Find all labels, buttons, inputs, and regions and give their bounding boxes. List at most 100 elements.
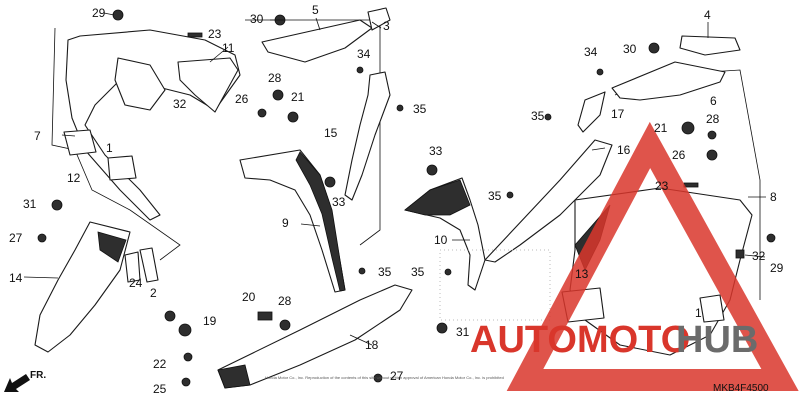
part-label-35: 35 [531,109,545,123]
part-6-top-bracket [611,61,726,101]
part-label-26: 26 [235,92,249,106]
part-label-6: 6 [710,94,717,108]
part-label-31: 31 [23,197,37,211]
collar-21-right [681,121,695,135]
part-label-1: 1 [106,141,113,155]
part-16-long-strip [484,139,613,263]
part-14-dark-edge [97,231,127,263]
bolt-29-right [766,233,776,243]
part-1-pad-right [699,294,725,323]
screw-35-a [396,104,404,112]
part-18-dark [217,364,251,389]
part-label-18: 18 [365,338,379,352]
copyright-note: Honda Motor Co., Inc. Reproduction of th… [265,375,504,380]
watermark-triangle [506,121,799,391]
part-label-17: 17 [611,107,625,121]
part-label-35: 35 [378,265,392,279]
part-label-35: 35 [488,189,502,203]
bolt-27-left [37,233,47,243]
diagram-code: MKB4F4500 [713,383,769,394]
part-label-32: 32 [752,249,766,263]
part-3-clip [367,7,391,31]
part-label-7: 7 [34,129,41,143]
part-label-27: 27 [9,231,23,245]
screw-35-e [444,268,452,276]
part-label-2: 2 [150,286,157,300]
part-label-34: 34 [584,45,598,59]
part-1-pad [107,155,137,181]
part-10-dark [404,179,471,216]
front-direction-label: FR. [30,370,46,381]
part-label-21: 21 [291,90,305,104]
watermark-logo [506,121,799,391]
grommet-28-lower [164,310,176,322]
group-outline-center [245,19,381,246]
part-label-15: 15 [324,126,338,140]
part-label-29: 29 [770,261,784,275]
bolt-26-right [706,149,718,161]
nut-33 [426,164,438,176]
part-24-strip [124,251,141,283]
part-15-side-strip [344,71,391,201]
screw-34 [356,66,364,74]
bolt-31-left [51,199,63,211]
collar-21 [287,111,299,123]
part-17-strip [577,91,606,133]
part-label-26: 26 [672,148,686,162]
clip-32-right [735,249,745,259]
screw-34-right [596,68,604,76]
part-label-23: 23 [208,27,222,41]
screw-35-c [506,191,514,199]
part-label-16: 16 [617,143,631,157]
bolt-29-top [112,9,124,21]
nut-33-center [324,176,336,188]
part-label-27: 27 [390,369,404,383]
part-label-10: 10 [434,233,448,247]
grommet-28-right [707,130,717,140]
part-label-29: 29 [92,6,106,20]
part-label-25: 25 [153,382,167,396]
part-label-12: 12 [67,171,81,185]
part-label-28: 28 [268,71,282,85]
part-label-28: 28 [706,112,720,126]
bolt-30-right [648,42,660,54]
part-inner-cowl-detail [114,57,166,111]
part-label-21: 21 [654,121,668,135]
bracket-20 [257,311,273,321]
leader-lines [23,12,766,346]
part-label-19: 19 [203,314,217,328]
dotted-texture [439,249,551,321]
grommet-28 [272,89,284,101]
bolt-31-right [436,322,448,334]
collar-19 [178,323,192,337]
strip-23-right [683,182,699,188]
part-label-1: 1 [695,306,702,320]
part-label-28: 28 [278,294,292,308]
part-label-11: 11 [222,41,235,55]
strip-23-top [187,32,203,38]
part-label-22: 22 [153,357,167,371]
part-label-31: 31 [456,325,470,339]
part-label-35: 35 [413,102,427,116]
front-direction-arrow [4,374,30,392]
part-label-34: 34 [357,47,371,61]
watermark-text-b: HUB [676,319,758,361]
watermark-text-a: AUTOMOTO [470,319,690,361]
part-label-33: 33 [429,144,443,158]
part-label-32: 32 [173,97,187,111]
bolt-27-lower [373,373,383,383]
part-2-strip [139,247,159,283]
part-label-23: 23 [655,179,669,193]
part-label-3: 3 [383,19,390,33]
part-label-13: 13 [575,267,589,281]
bolt-25 [181,377,191,387]
screw-35-d [358,267,366,275]
part-label-35: 35 [411,265,425,279]
grommet-28-mid [279,319,291,331]
part-label-30: 30 [250,12,264,26]
part-inner-panel-11 [177,57,239,113]
screw-35-b [544,113,552,121]
part-5-bracket [261,19,373,63]
